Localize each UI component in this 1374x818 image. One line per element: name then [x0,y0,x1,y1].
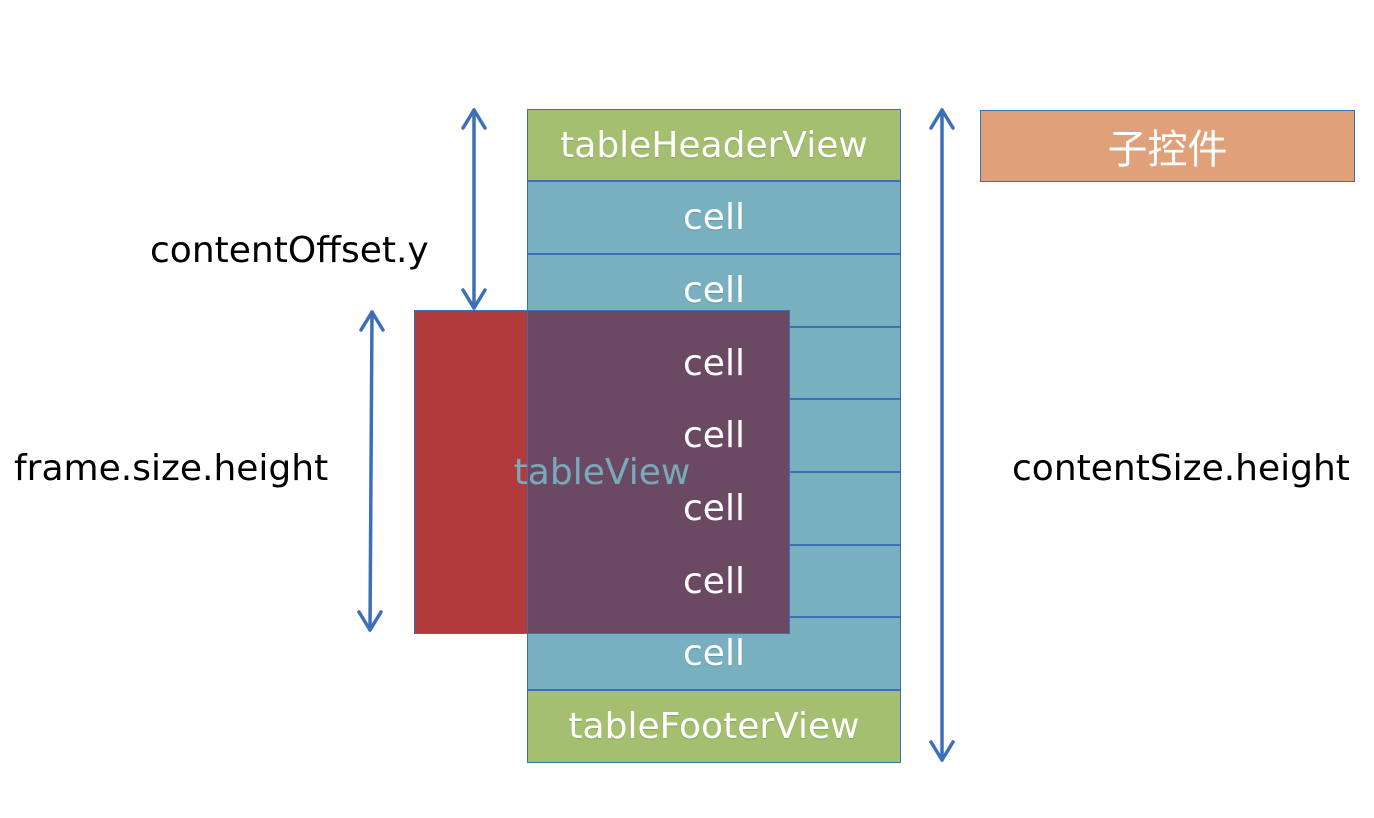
content-offset-arrow [461,108,487,310]
table-header-view-label: tableHeaderView [560,124,868,166]
table-footer-view-label: tableFooterView [568,706,860,747]
cell-label: cell [683,197,745,238]
cell-1: cell [527,181,901,254]
cell-label: cell [683,415,745,456]
content-size-height-label: contentSize.height [1012,448,1350,489]
content-offset-y-label: contentOffset.y [150,230,429,271]
cell-label: cell [683,488,745,529]
child-views-box: 子控件 [980,110,1355,182]
cell-label: cell [683,560,745,602]
visible-cell-4: cell [527,399,901,472]
frame-height-arrow [357,310,385,632]
visible-cell-6: cell [527,545,901,617]
table-header-view: tableHeaderView [527,109,901,181]
table-view-label: tableView [513,451,691,493]
visible-cell-5: cell [527,472,901,545]
cell-label: cell [683,270,745,311]
cell-label: cell [683,342,745,384]
content-size-arrow [929,108,955,762]
table-view-overlay [527,310,790,634]
cell-label: cell [683,633,745,674]
child-views-label: 子控件 [1107,127,1228,173]
visible-cell-3: cell [527,327,901,399]
table-footer-view: tableFooterView [527,690,901,763]
frame-size-height-label: frame.size.height [14,448,329,489]
